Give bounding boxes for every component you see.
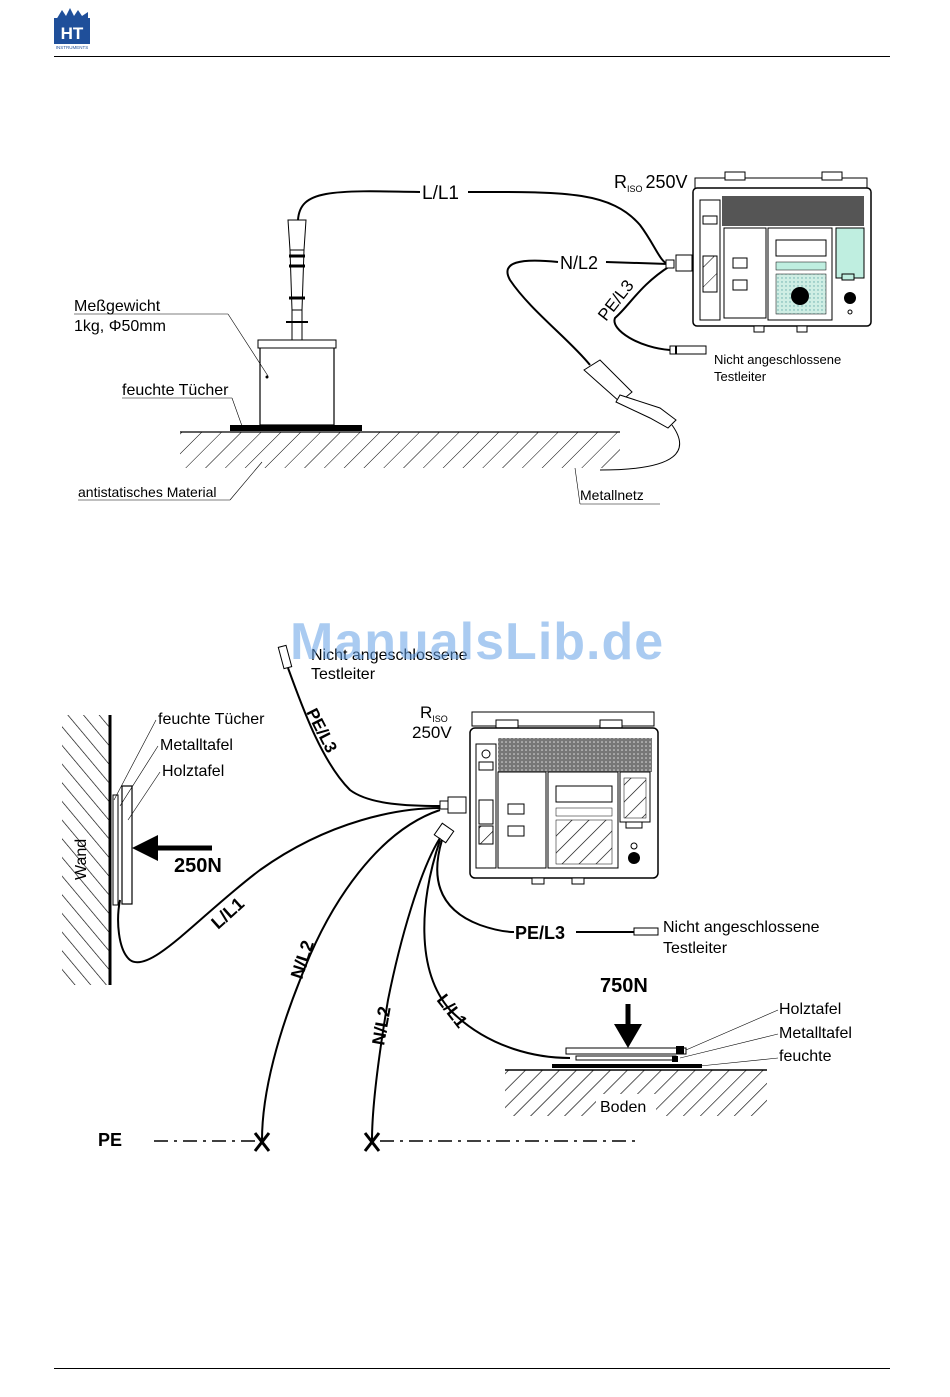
fig1-cloth-label: feuchte Tücher (122, 382, 229, 399)
fig2-wood-plate-floor-label: Holztafel (779, 1001, 841, 1018)
wall-hatch (62, 715, 110, 985)
footer-rule (54, 1368, 890, 1369)
fig2-n2-right-label: N/L2 (368, 1005, 394, 1047)
fig1-unconnected-label-1: Nicht angeschlossene (714, 352, 841, 367)
ht-logo: HT INSTRUMENTS (54, 8, 90, 50)
fig1-weight-label-2: 1kg, Φ50mm (74, 318, 166, 335)
pe-cross-left (253, 1132, 271, 1152)
fig1-weight-label-1: Meßgewicht (74, 298, 161, 315)
floor-label: Boden (600, 1099, 646, 1116)
antistatic-material-hatch (180, 432, 620, 468)
fig2-unconnected-right-label-1: Nicht angeschlossene (663, 919, 820, 936)
pe-line-label: PE (98, 1130, 122, 1150)
floor-force-label: 750N (600, 975, 648, 997)
fig1-unconnected-label-2: Testleiter (714, 369, 767, 384)
wall-force-label: 250N (174, 855, 222, 877)
pe-cross-right (363, 1132, 381, 1152)
fig1-l1-label: L/L1 (422, 183, 459, 204)
fig1-net-label: Metallnetz (580, 487, 644, 503)
fig2-n2-left-label: N/L2 (287, 938, 318, 981)
insulation-tester-fig1 (692, 171, 872, 333)
fig2-metal-plate-floor-label: Metalltafel (779, 1025, 852, 1042)
fig2-metal-plate-label: Metalltafel (160, 737, 233, 754)
fig2-l1-wall-label: L/L1 (207, 893, 248, 933)
wet-cloth (230, 425, 362, 431)
weight-block (259, 344, 335, 426)
logo-text: HT (61, 24, 84, 43)
fig2-riso-value: 250V (412, 723, 452, 742)
fig1-n2-label: N/L2 (560, 253, 598, 273)
wall-label: Wand (73, 839, 90, 880)
header-rule (54, 56, 890, 57)
fig2-unconnected-right-label-2: Testleiter (663, 940, 728, 957)
fig2-cloth-label: feuchte Tücher (158, 711, 265, 728)
fig2-wood-plate-label: Holztafel (162, 763, 224, 780)
fig2-unconnected-top-label-2: Testleiter (311, 666, 376, 683)
fig2-pe3-right-label: PE/L3 (515, 923, 565, 943)
fig2-cloth-floor-label: feuchte (779, 1048, 832, 1065)
watermark: ManualsLib.de (290, 613, 665, 671)
fig2-riso-label: RISO (420, 703, 448, 724)
fig2-pe3-top-label: PE/L3 (302, 705, 340, 756)
logo-subtext: INSTRUMENTS (56, 45, 89, 50)
fig2-unconnected-top-label-1: Nicht angeschlossene (311, 647, 468, 664)
fig1-material-label: antistatisches Material (78, 484, 217, 500)
fig2-l1-floor-label: L/L1 (433, 990, 472, 1031)
insulation-tester-fig2 (469, 711, 659, 885)
